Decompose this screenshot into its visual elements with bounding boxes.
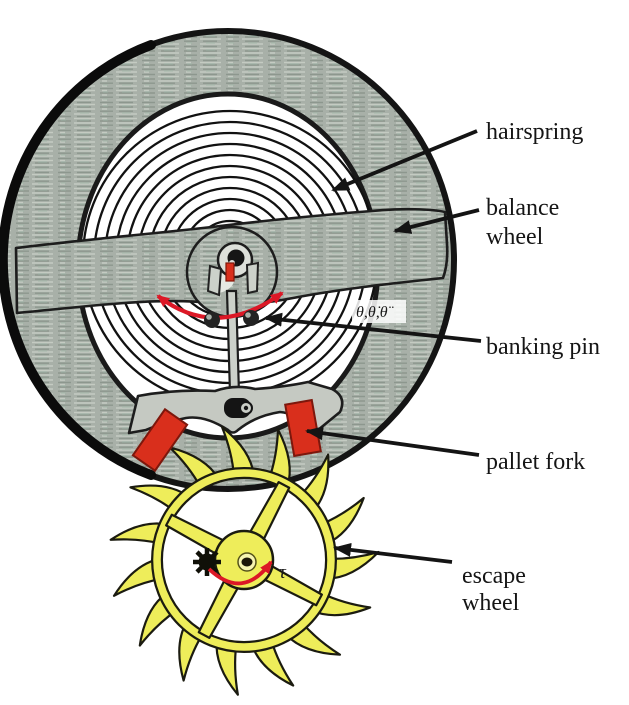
fork-horn-left xyxy=(206,264,223,297)
banking-pins xyxy=(204,310,259,328)
theta-backing xyxy=(352,300,406,323)
leader-banking-pin xyxy=(264,312,482,343)
banking-pin-right-glint xyxy=(245,312,251,318)
pallet-jewels xyxy=(131,398,322,473)
leader-balance-wheel xyxy=(393,208,480,234)
leader-pallet-fork xyxy=(305,426,480,457)
theta-annotation: θ,θ̇,θ̈ xyxy=(356,304,394,321)
pallet-jewel-left xyxy=(131,407,189,473)
label-escape-wheel-line1: escape xyxy=(462,563,526,589)
escape-rim xyxy=(153,469,335,651)
label-banking-pin: banking pin xyxy=(486,334,600,360)
leader-escape-wheel xyxy=(333,542,453,564)
label-balance-wheel-line2: wheel xyxy=(486,224,544,250)
banking-pin-left-glint xyxy=(206,314,212,320)
banking-pin-left xyxy=(204,312,220,328)
tau-annotation: τ xyxy=(279,562,287,583)
impulse-jewel xyxy=(225,262,235,282)
label-pallet-fork: pallet fork xyxy=(486,449,585,475)
escape-torque-arrow xyxy=(207,560,273,586)
labels: hairspring balance wheel banking pin pal… xyxy=(462,119,600,616)
label-hairspring: hairspring xyxy=(486,119,583,145)
escape-wheel xyxy=(109,425,380,696)
pallet-pivot-dot xyxy=(243,405,249,411)
escape-center-jewel xyxy=(241,557,253,567)
fork-horn-right xyxy=(245,261,260,295)
pallet-jewel-right xyxy=(284,398,322,458)
label-balance-wheel-line1: balance xyxy=(486,195,559,221)
leader-lines xyxy=(264,129,482,564)
balance-wheel-rim-shadow xyxy=(0,40,156,480)
escape-pinion xyxy=(193,548,221,576)
leader-hairspring xyxy=(331,129,478,192)
pallet-fork-stem xyxy=(225,289,241,396)
label-escape-wheel-line2: wheel xyxy=(462,590,520,616)
banking-pin-right xyxy=(243,310,259,326)
